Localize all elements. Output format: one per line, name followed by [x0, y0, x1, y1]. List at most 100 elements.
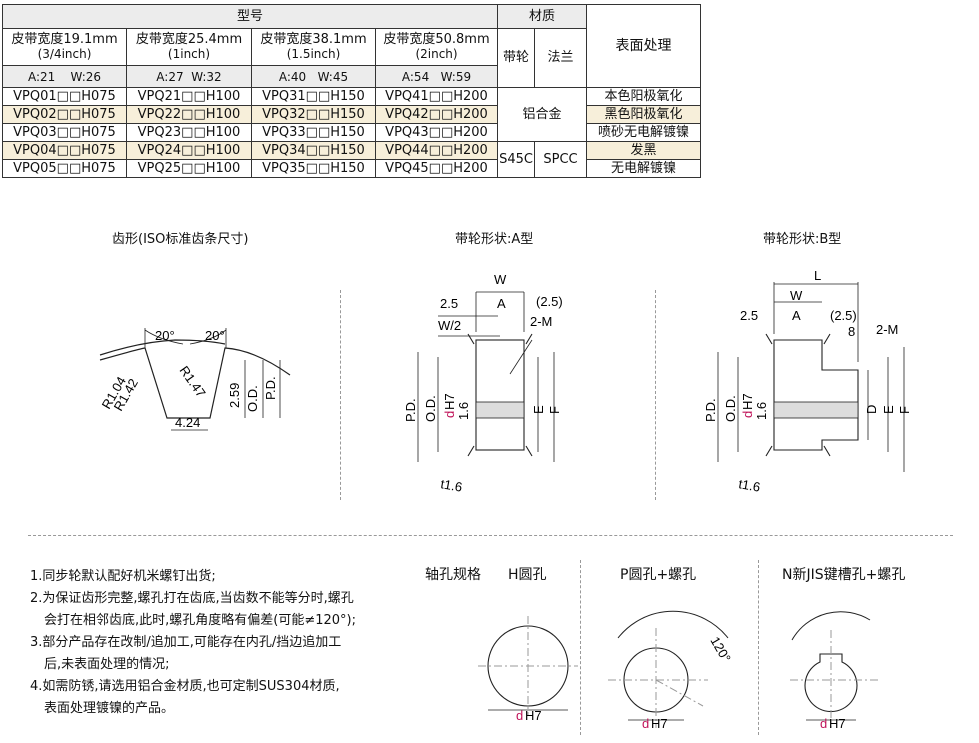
pulley-b-8: 8 [848, 324, 855, 339]
pulley-a-title: 带轮形状:A型 [455, 232, 534, 247]
table-cell: VPQ42□□H200 [374, 105, 499, 124]
pulley-a-d: d [442, 411, 457, 418]
divider [655, 290, 656, 500]
header-material: 材质 [497, 4, 588, 29]
header-width-4: 皮带宽度50.8mm(2inch) [374, 28, 499, 66]
pulley-a-m: 2-M [530, 314, 552, 329]
table-cell: VPQ32□□H150 [251, 105, 376, 124]
bore-p-h7: H7 [651, 716, 668, 731]
header-aw-2: A:27 W:32 [126, 65, 252, 88]
tooth-od-label: O.D. [245, 385, 260, 412]
bore-h-title: H圆孔 [508, 567, 547, 583]
header-aw-3: A:40 W:45 [251, 65, 376, 88]
pulley-a-w: W [494, 272, 507, 287]
table-cell: VPQ04□□H075 [2, 141, 127, 160]
pulley-a-e: E [531, 405, 546, 414]
bore-p-title: P圆孔+螺孔 [620, 567, 697, 583]
pulley-a-w2: W/2 [438, 318, 461, 333]
bore-n-h7: H7 [829, 716, 846, 731]
table-cell: VPQ34□□H150 [251, 141, 376, 160]
bore-p-d: d [642, 716, 649, 731]
pulley-a-2-5: 2.5 [440, 296, 458, 311]
pulley-b-small-r: 1.6 [754, 402, 769, 420]
pulley-a-small-r: 1.6 [456, 402, 471, 420]
table-cell: VPQ22□□H100 [126, 105, 252, 124]
section-divider [28, 535, 953, 536]
table-cell: VPQ02□□H075 [2, 105, 127, 124]
tooth-profile-title: 齿形(ISO标准齿条尺寸) [112, 232, 249, 247]
note-line: 1.同步轮默认配好机米螺钉出货; [30, 569, 216, 584]
pulley-b-2-5: 2.5 [740, 308, 758, 323]
bore-p-drawing: 120° d H7 [608, 610, 734, 731]
table-cell: 本色阳极氧化 [586, 87, 702, 106]
bore-angle: 120° [707, 634, 733, 665]
header-flange: 法兰 [534, 28, 588, 88]
header-pulley: 带轮 [497, 28, 536, 88]
bore-spec-label: 轴孔规格 [425, 567, 481, 583]
pulley-b-w: W [790, 288, 803, 303]
pulley-b-dd: D [864, 405, 879, 414]
spec-table: 型号 材质 表面处理 皮带宽度19.1mm(3/4inch) 皮带宽度25.4m… [1, 4, 702, 178]
note-line: 3.部分产品存在改制/追加工,可能存在内孔/挡边追加工 [30, 635, 342, 650]
note-line: 会打在相邻齿底,此时,螺孔角度略有偏差(可能≠120°); [44, 613, 356, 628]
bore-h-d: d [516, 708, 523, 723]
header-width-3: 皮带宽度38.1mm(1.5inch) [251, 28, 376, 66]
bore-n-d: d [820, 716, 827, 731]
pulley-a-a: A [497, 296, 506, 311]
tooth-angle-1: 20° [155, 328, 175, 343]
material-alloy: 铝合金 [497, 87, 588, 142]
pulley-b-d: d [740, 411, 755, 418]
pulley-b-e: E [881, 405, 896, 414]
pulley-b-drawing: L W 2.5 A (2.5) 8 2-M P.D. O.D. d H7 1.6… [703, 268, 912, 495]
table-cell: VPQ31□□H150 [251, 87, 376, 106]
header-model: 型号 [1, 4, 499, 29]
divider [340, 290, 341, 500]
tooth-pd-label: P.D. [263, 376, 278, 400]
bore-n-drawing: d H7 [790, 611, 880, 731]
header-surface: 表面处理 [586, 4, 702, 88]
table-cell: VPQ45□□H200 [374, 159, 499, 178]
material-spcc: SPCC [534, 141, 588, 178]
tooth-angle-2: 20° [205, 328, 225, 343]
pulley-b-2-5b: (2.5) [830, 308, 857, 323]
tooth-depth-dim: 2.59 [227, 383, 242, 408]
notes-list: 1.同步轮默认配好机米螺钉出货; 2.为保证齿形完整,螺孔打在齿底,当齿数不能等… [30, 566, 356, 720]
tooth-r3: R1.47 [177, 363, 209, 400]
pulley-a-t: t1.6 [439, 476, 463, 495]
pulley-a-drawing: W 2.5 A (2.5) W/2 2-M P.D. O.D. d H7 1.6… [403, 272, 563, 495]
pulley-b-m: 2-M [876, 322, 898, 337]
table-cell: VPQ41□□H200 [374, 87, 499, 106]
table-cell: VPQ03□□H075 [2, 123, 127, 142]
table-cell: 无电解镀镍 [586, 159, 702, 178]
table-cell: 发黑 [586, 141, 702, 160]
table-cell: VPQ25□□H100 [126, 159, 252, 178]
pulley-b-pd: P.D. [703, 398, 718, 422]
table-cell: VPQ35□□H150 [251, 159, 376, 178]
header-width-2: 皮带宽度25.4mm(1inch) [126, 28, 252, 66]
table-cell: VPQ44□□H200 [374, 141, 499, 160]
pulley-a-od: O.D. [423, 395, 438, 422]
table-cell: VPQ24□□H100 [126, 141, 252, 160]
pulley-b-od: O.D. [723, 395, 738, 422]
pulley-a-f: F [547, 406, 562, 414]
table-cell: VPQ23□□H100 [126, 123, 252, 142]
bore-h-drawing: d H7 [478, 616, 578, 723]
material-s45c: S45C [497, 141, 536, 178]
table-cell: VPQ05□□H075 [2, 159, 127, 178]
table-cell: 喷砂无电解镀镍 [586, 123, 702, 142]
pulley-b-title: 带轮形状:B型 [763, 232, 842, 247]
note-line: 4.如需防锈,请选用铝合金材质,也可定制SUS304材质, [30, 679, 340, 694]
pulley-b-h7: H7 [740, 393, 755, 410]
header-width-1: 皮带宽度19.1mm(3/4inch) [2, 28, 127, 66]
pulley-b-t: t1.6 [737, 476, 761, 495]
bore-n-title: N新JIS键槽孔+螺孔 [782, 567, 906, 583]
header-aw-1: A:21 W:26 [2, 65, 127, 88]
divider [758, 560, 759, 735]
divider [580, 560, 581, 735]
note-line: 表面处理镀镍的产品。 [44, 701, 175, 716]
pulley-a-h7: H7 [442, 393, 457, 410]
pulley-b-f: F [897, 406, 912, 414]
table-cell: VPQ21□□H100 [126, 87, 252, 106]
bore-h-h7: H7 [525, 708, 542, 723]
pulley-a-pd: P.D. [403, 398, 418, 422]
